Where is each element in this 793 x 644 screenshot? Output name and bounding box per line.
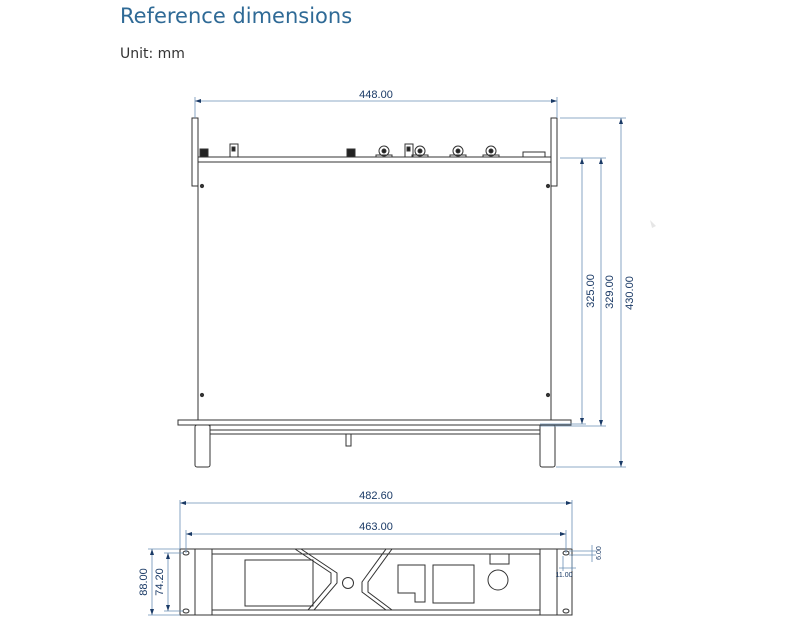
top-right-handle	[539, 424, 556, 468]
top-left-handle	[194, 424, 211, 468]
top-left-rack-ear	[191, 117, 199, 187]
front-inner-width-dimension: 463.00	[359, 521, 393, 533]
hole-height-dimension: 6.00	[596, 546, 603, 560]
dimension-arrows	[150, 99, 623, 615]
front-button-panel	[397, 564, 426, 603]
front-panel-outline	[179, 548, 573, 616]
front-display-window	[244, 559, 314, 607]
front-right-lower-hole	[562, 608, 570, 614]
top-chassis-body	[197, 161, 552, 421]
front-knob-right	[487, 569, 509, 591]
rear-connectors	[199, 143, 546, 158]
unit-label: Unit: mm	[120, 46, 185, 62]
front-left-lower-hole	[182, 608, 190, 614]
front-screen	[432, 564, 475, 604]
front-left-handle	[194, 548, 213, 616]
front-left-bezel	[294, 548, 332, 611]
depth-dimension-430: 430.00	[624, 276, 636, 310]
front-knob-left	[342, 577, 354, 589]
hole-width-dimension: 11.00	[556, 572, 573, 579]
page-title: Reference dimensions	[120, 4, 353, 28]
dimension-lines	[148, 97, 626, 616]
front-height-dimension-74: 74.20	[154, 568, 166, 596]
top-right-rack-ear	[550, 117, 558, 187]
front-right-handle	[539, 548, 558, 616]
front-indicator	[489, 553, 510, 565]
chassis-screws	[199, 183, 551, 398]
top-front-panel	[177, 419, 572, 426]
front-height-dimension-88: 88.00	[138, 568, 150, 596]
depth-dimension-329: 329.00	[604, 275, 616, 309]
top-width-dimension: 448.00	[359, 89, 393, 101]
front-right-bezel	[361, 548, 387, 611]
front-overall-width-dimension: 482.60	[359, 490, 393, 502]
top-rear-panel	[197, 156, 552, 163]
depth-dimension-325: 325.00	[585, 274, 597, 308]
